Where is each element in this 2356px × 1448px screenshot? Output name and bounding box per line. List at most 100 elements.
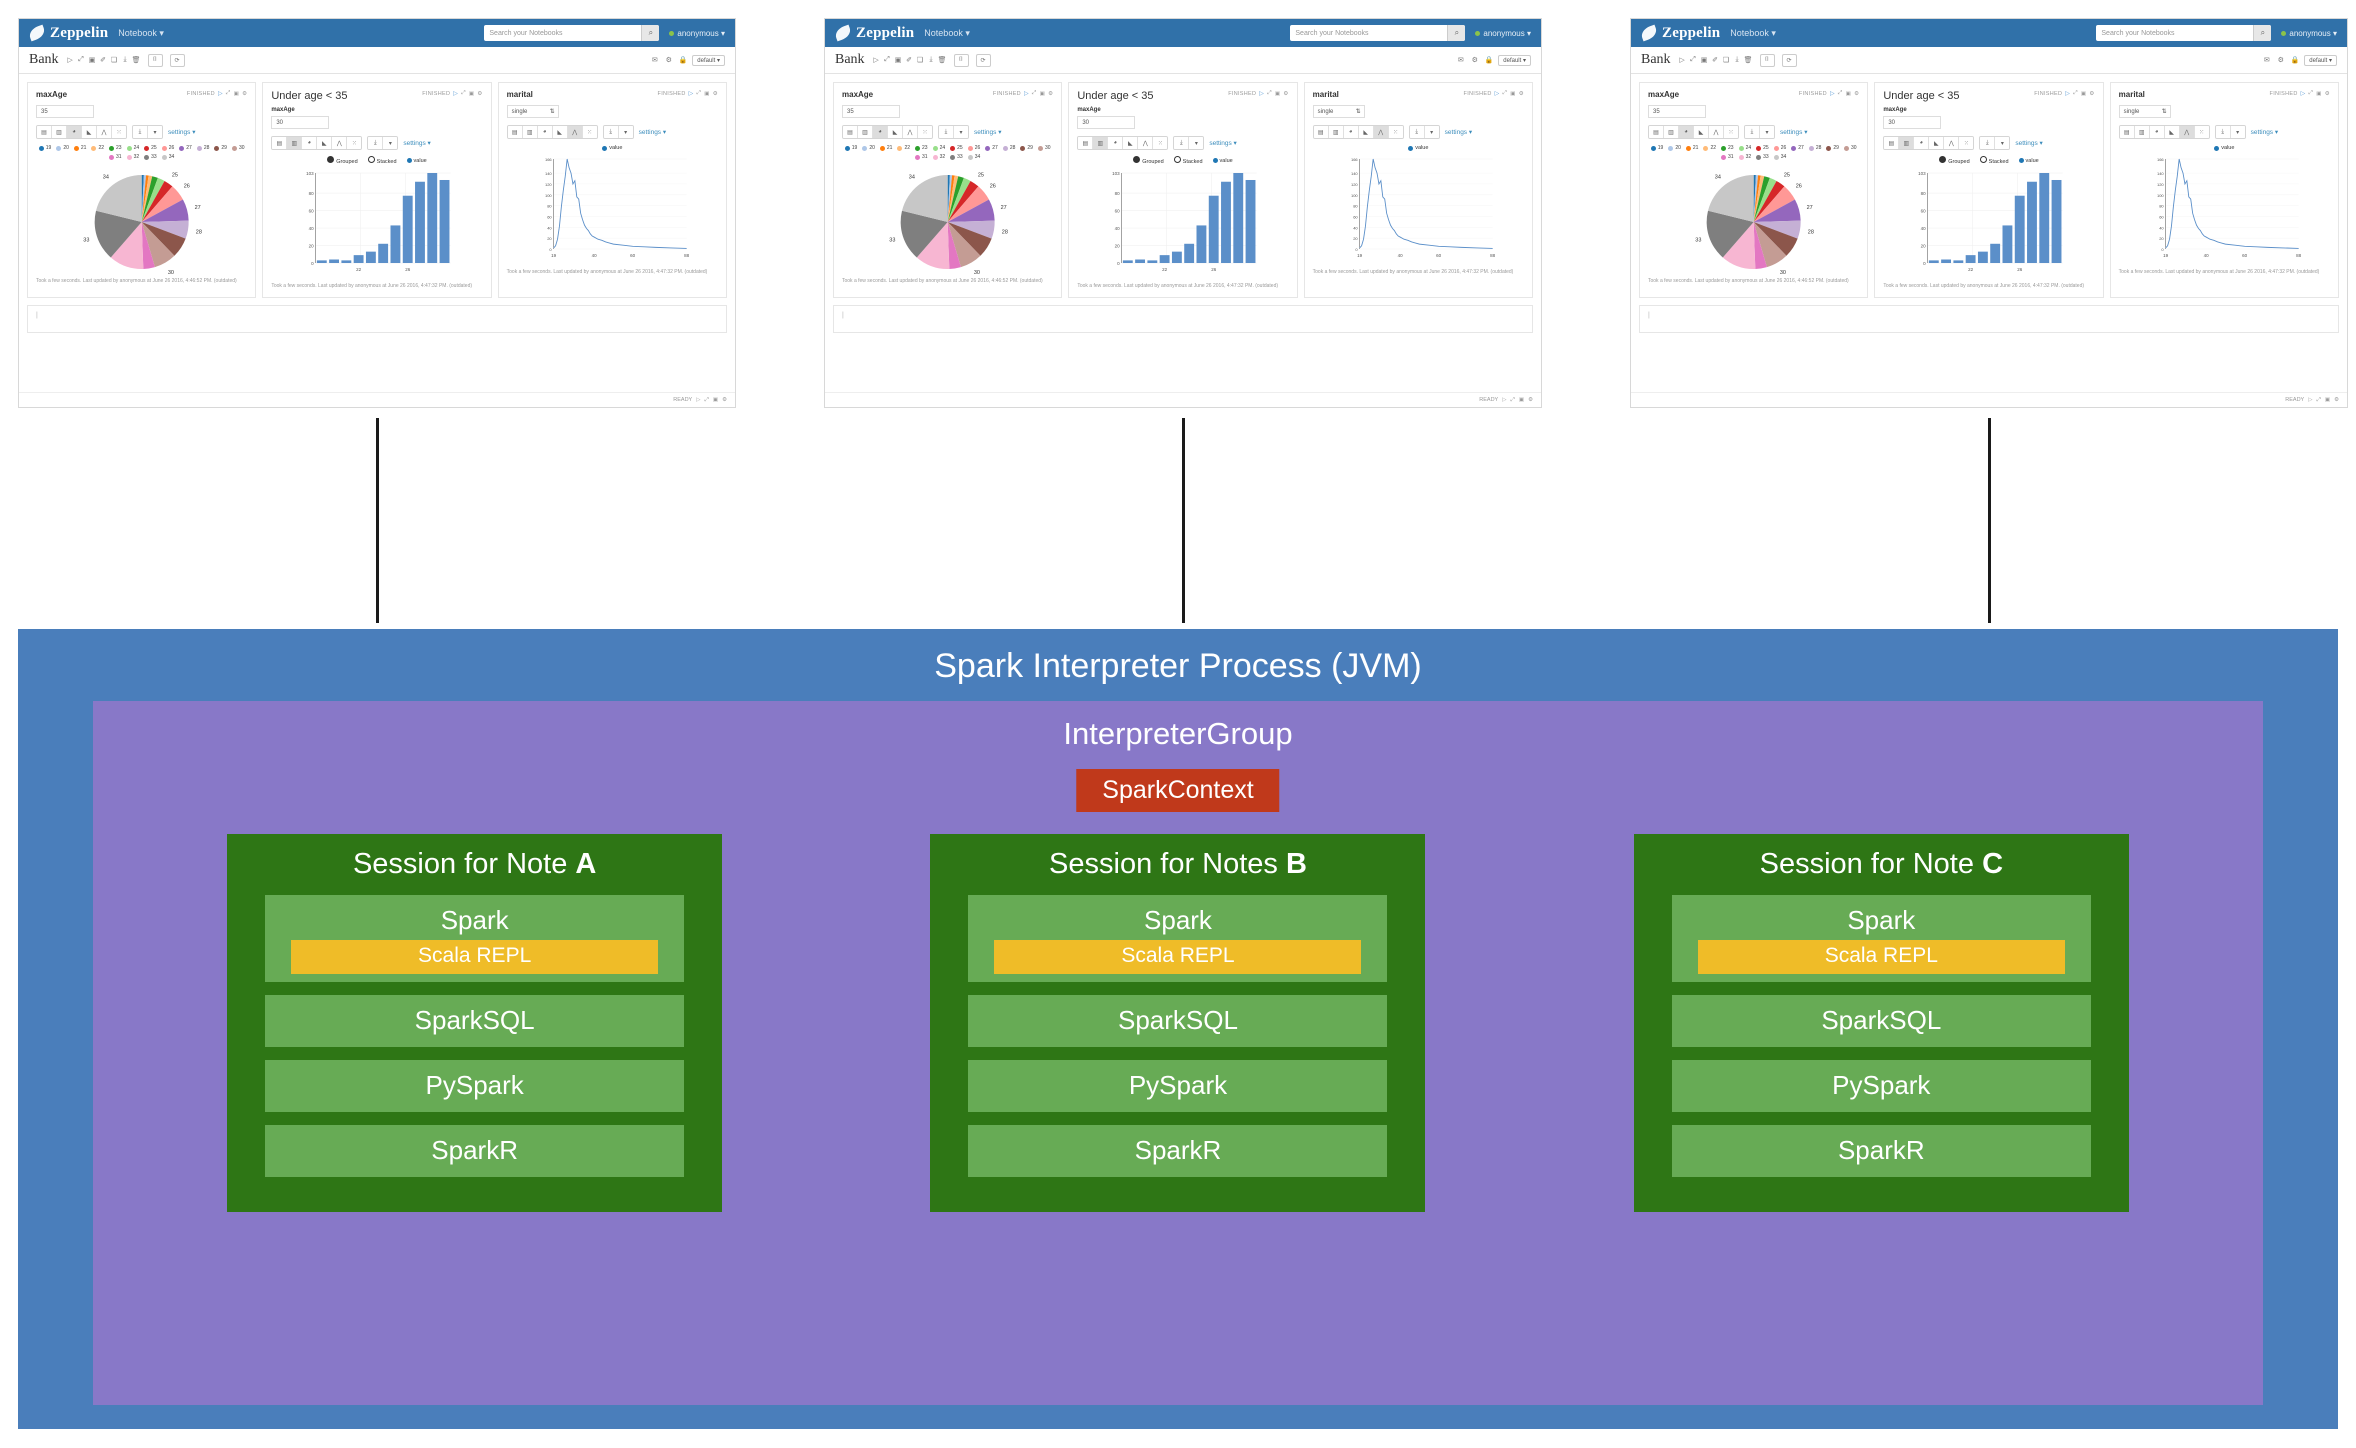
scatter-chart-icon[interactable]: ⁙ [1959, 137, 1974, 149]
legend-item[interactable]: 34 [967, 154, 980, 160]
table-icon[interactable]: ▤ [507, 126, 523, 138]
bar-chart-icon[interactable]: ▥ [52, 126, 67, 138]
empty-paragraph-editor[interactable]: | [833, 304, 1533, 333]
scatter-chart-icon[interactable]: ⁙ [582, 126, 597, 138]
legend-item[interactable]: 23 [915, 145, 928, 151]
legend-item[interactable]: 29 [1826, 145, 1839, 151]
bar-chart-icon[interactable]: ▥ [2134, 126, 2150, 138]
bar-chart-icon[interactable]: ▥ [1899, 137, 1915, 149]
legend-item[interactable]: 31 [1721, 154, 1734, 160]
book-icon[interactable]: ▣ [1518, 397, 1525, 403]
legend-item[interactable]: 33 [950, 154, 963, 160]
table-icon[interactable]: ▤ [843, 126, 858, 138]
download-icon[interactable]: ⤓ [2215, 126, 2231, 138]
paragraph-pie[interactable]: maxAge FINISHED ▷ ⤢ ▣ ⚙ 35 ▤▥◕◣⋀⁙ ⤓ ▾ se… [1639, 82, 1869, 298]
paragraph-line[interactable]: marital FINISHED ▷ ⤢ ▣ ⚙ single⇅ ▤▥◕◣⋀⁙ … [2109, 82, 2339, 298]
legend-item[interactable]: 25 [1756, 145, 1769, 151]
legend-value[interactable]: value [1212, 158, 1233, 164]
zeppelin-logo[interactable]: Zeppelin [833, 25, 914, 42]
run-icon[interactable]: ▷ [2065, 91, 2071, 97]
maxage-input[interactable]: 35 [36, 105, 94, 118]
table-icon[interactable]: ▤ [1313, 126, 1329, 138]
gear-icon[interactable]: ⚙ [2089, 90, 2095, 97]
run-icon[interactable]: ▷ [696, 397, 701, 403]
pie-chart-icon[interactable]: ◕ [2149, 126, 2165, 138]
zeppelin-logo[interactable]: Zeppelin [1639, 25, 1720, 42]
legend-item[interactable]: 33 [1756, 154, 1769, 160]
run-icon[interactable]: ▷ [2308, 397, 2313, 403]
book-icon[interactable]: ▣ [468, 90, 475, 97]
keyboard-shortcut-button[interactable]: ⌷ [147, 53, 163, 67]
marital-select[interactable]: single⇅ [1312, 105, 1365, 118]
line-chart-icon[interactable]: ⋀ [97, 126, 112, 138]
run-icon[interactable]: ▷ [1259, 91, 1265, 97]
book-icon[interactable]: ▣ [704, 90, 710, 97]
area-chart-icon[interactable]: ◣ [888, 126, 903, 138]
legend-item[interactable]: 31 [109, 154, 122, 160]
download-icon[interactable]: ⤓ [1745, 126, 1760, 138]
chevron-down-icon[interactable]: ▾ [1189, 137, 1204, 149]
pie-chart-icon[interactable]: ◕ [302, 137, 318, 149]
legend-item[interactable]: 26 [161, 145, 174, 151]
legend-item[interactable]: 26 [967, 145, 980, 151]
table-icon[interactable]: ▤ [37, 126, 52, 138]
radio-grouped[interactable]: Grouped [327, 156, 358, 165]
export-icon[interactable]: ⤓ [1735, 56, 1739, 63]
legend-value[interactable]: value [1408, 145, 1428, 151]
expand-icon[interactable]: ⤢ [2308, 90, 2314, 96]
paragraph-pie[interactable]: maxAge FINISHED ▷ ⤢ ▣ ⚙ 35 ▤▥◕◣⋀⁙ ⤓ ▾ se… [27, 82, 257, 298]
pie-chart-icon[interactable]: ◕ [1343, 126, 1359, 138]
legend-item[interactable]: 24 [1738, 145, 1751, 151]
expand-icon[interactable]: ⤢ [1837, 90, 1843, 96]
clear-output-icon[interactable]: ✐ [906, 57, 912, 64]
gear-icon[interactable]: ⚙ [1854, 90, 1860, 97]
legend-value[interactable]: value [2018, 158, 2039, 164]
radio-stacked[interactable]: Stacked [367, 156, 397, 165]
book-icon[interactable]: ▣ [233, 90, 240, 97]
mail-icon[interactable]: ✉ [2263, 57, 2270, 64]
settings-toggle[interactable]: settings ▾ [974, 129, 1002, 136]
expand-icon[interactable]: ⤢ [2316, 396, 2321, 403]
notebook-menu[interactable]: Notebook ▾ [1730, 27, 1776, 38]
legend-item[interactable]: 27 [179, 145, 192, 151]
legend-item[interactable]: 30 [1037, 145, 1051, 151]
mail-icon[interactable]: ✉ [1457, 57, 1464, 64]
gear-icon[interactable]: ⚙ [477, 90, 483, 97]
bar-chart-icon[interactable]: ▥ [522, 126, 538, 138]
search-icon[interactable]: ⌕ [1447, 25, 1466, 41]
clear-output-icon[interactable]: ✐ [100, 57, 106, 64]
legend-item[interactable]: 24 [932, 145, 945, 151]
version-control-button[interactable]: ⟳ [1781, 53, 1797, 67]
keyboard-shortcut-button[interactable]: ⌷ [1759, 53, 1775, 67]
area-chart-icon[interactable]: ◣ [552, 126, 568, 138]
gear-icon[interactable]: ⚙ [2324, 90, 2330, 97]
expand-all-icon[interactable]: ⤢ [884, 56, 890, 63]
expand-icon[interactable]: ⤢ [1031, 90, 1037, 96]
legend-item[interactable]: 22 [897, 145, 910, 151]
settings-toggle[interactable]: settings ▾ [638, 129, 667, 136]
expand-icon[interactable]: ⤢ [696, 90, 702, 96]
book-icon[interactable]: ▣ [1039, 90, 1046, 97]
chevron-down-icon[interactable]: ▾ [1760, 126, 1774, 138]
user-menu[interactable]: anonymous ▾ [669, 29, 725, 38]
expand-icon[interactable]: ⤢ [2073, 90, 2078, 96]
line-chart-icon[interactable]: ⋀ [1373, 126, 1389, 138]
gear-icon[interactable]: ⚙ [722, 397, 727, 403]
export-icon[interactable]: ⤓ [929, 56, 933, 63]
paragraph-pie[interactable]: maxAge FINISHED ▷ ⤢ ▣ ⚙ 35 ▤▥◕◣⋀⁙ ⤓ ▾ se… [833, 82, 1063, 298]
area-chart-icon[interactable]: ◣ [1358, 126, 1374, 138]
settings-gear-icon[interactable]: ⚙ [665, 57, 672, 64]
notebook-menu[interactable]: Notebook ▾ [118, 27, 164, 38]
download-icon[interactable]: ⤓ [133, 126, 148, 138]
radio-stacked[interactable]: Stacked [1979, 156, 2009, 165]
line-chart-icon[interactable]: ⋀ [2179, 126, 2195, 138]
scatter-chart-icon[interactable]: ⁙ [112, 126, 126, 138]
legend-value[interactable]: value [406, 158, 427, 164]
gear-icon[interactable]: ⚙ [712, 90, 718, 97]
legend-item[interactable]: 27 [1791, 145, 1804, 151]
area-chart-icon[interactable]: ◣ [2164, 126, 2180, 138]
radio-grouped[interactable]: Grouped [1939, 156, 1970, 165]
legend-item[interactable]: 25 [144, 145, 157, 151]
bar-chart-icon[interactable]: ▥ [287, 137, 303, 149]
keyboard-shortcut-button[interactable]: ⌷ [953, 53, 969, 67]
